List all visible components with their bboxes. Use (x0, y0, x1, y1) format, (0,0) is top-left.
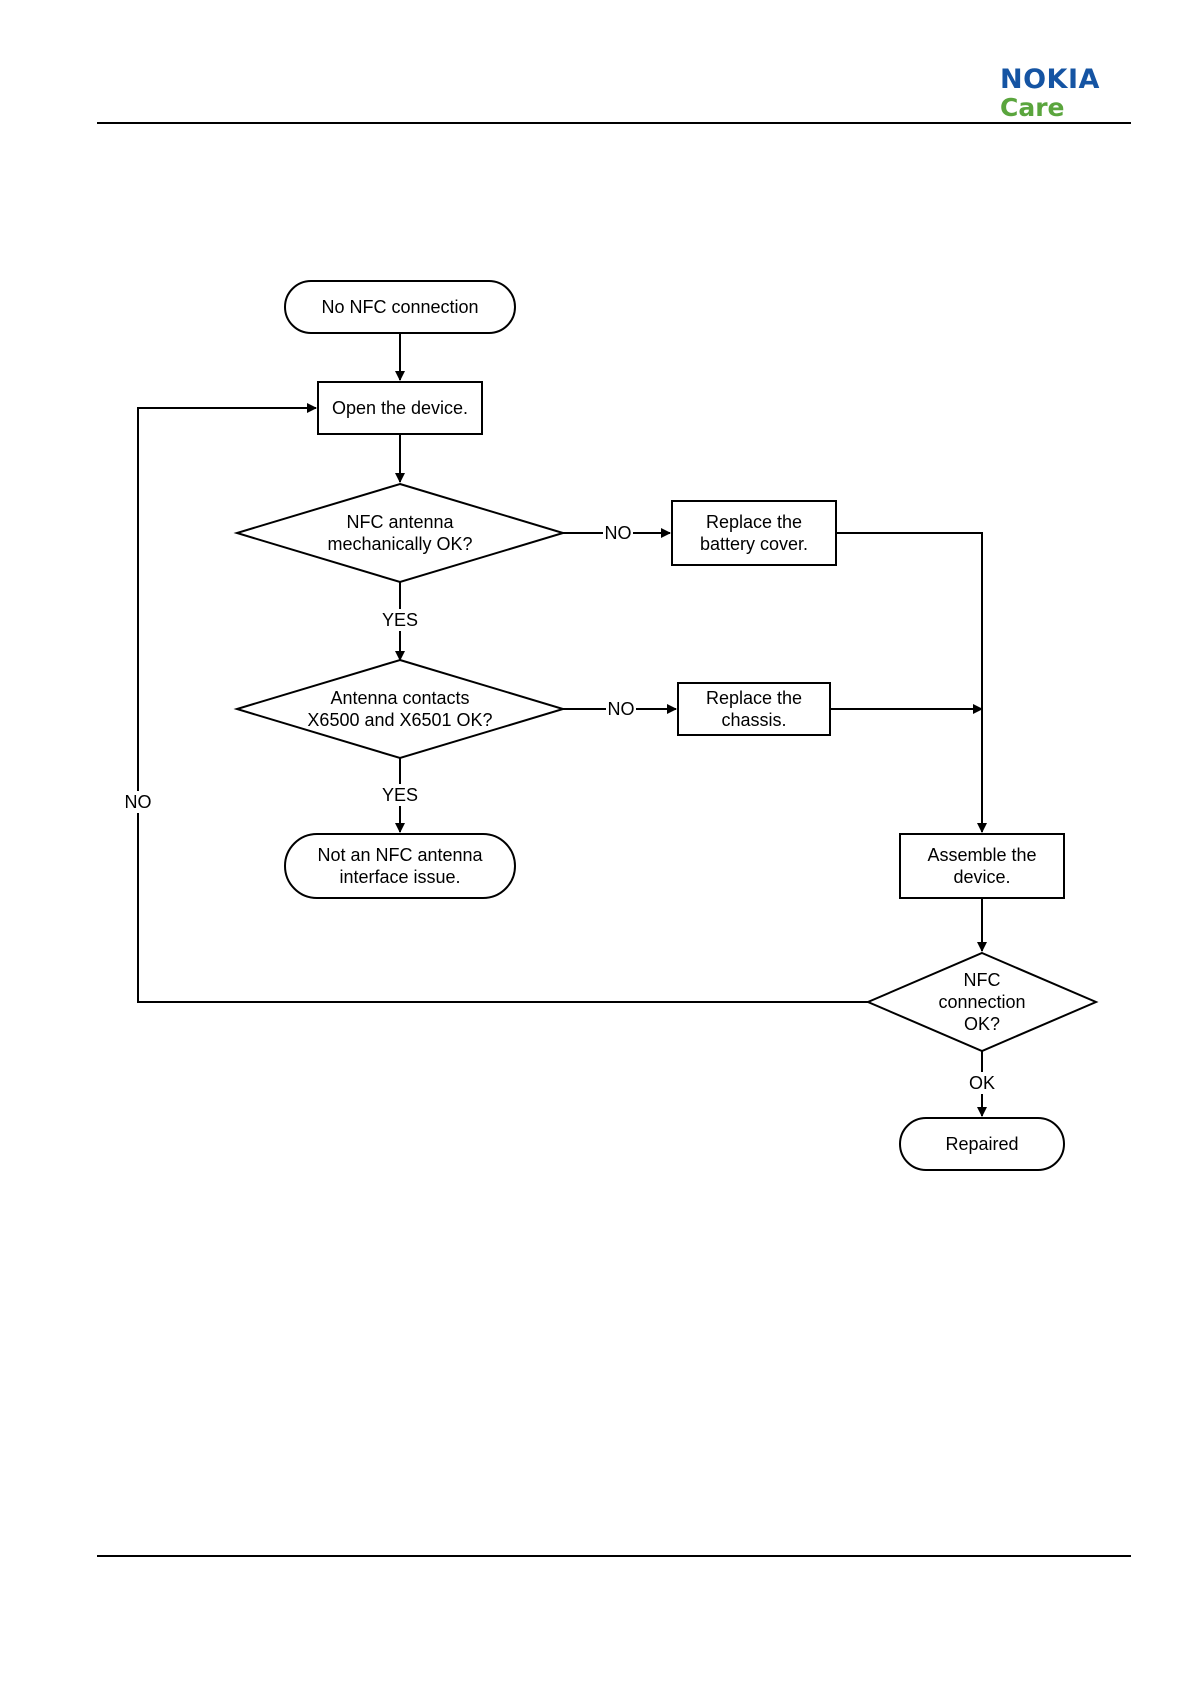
node-notissue (285, 834, 515, 898)
node-d3-text: NFC (964, 970, 1001, 990)
edge-label-yes: YES (382, 610, 418, 630)
node-r1 (672, 501, 836, 565)
node-assemble-text: Assemble the (927, 845, 1036, 865)
node-d1-text: mechanically OK? (327, 534, 472, 554)
node-r2-text: Replace the (706, 688, 802, 708)
edge-label-no: NO (605, 523, 632, 543)
edge-r1-to-assemble (836, 533, 982, 832)
node-d3-text: connection (938, 992, 1025, 1012)
node-d1-text: NFC antenna (346, 512, 454, 532)
edge-label-no: NO (608, 699, 635, 719)
node-end-text: Repaired (945, 1134, 1018, 1154)
node-notissue-text: Not an NFC antenna (317, 845, 483, 865)
edge-label-ok: OK (969, 1073, 995, 1093)
node-r2-text: chassis. (721, 710, 786, 730)
node-start-text: No NFC connection (321, 297, 478, 317)
node-d3-text: OK? (964, 1014, 1000, 1034)
node-d1 (237, 484, 563, 582)
node-r1-text: Replace the (706, 512, 802, 532)
node-open-text: Open the device. (332, 398, 468, 418)
node-assemble-text: device. (953, 867, 1010, 887)
node-d2 (237, 660, 563, 758)
node-notissue-text: interface issue. (339, 867, 460, 887)
node-r1-text: battery cover. (700, 534, 808, 554)
node-d2-text: X6500 and X6501 OK? (307, 710, 492, 730)
edge-label-yes: YES (382, 785, 418, 805)
edge-label-no: NO (125, 792, 152, 812)
node-assemble (900, 834, 1064, 898)
node-d2-text: Antenna contacts (330, 688, 469, 708)
